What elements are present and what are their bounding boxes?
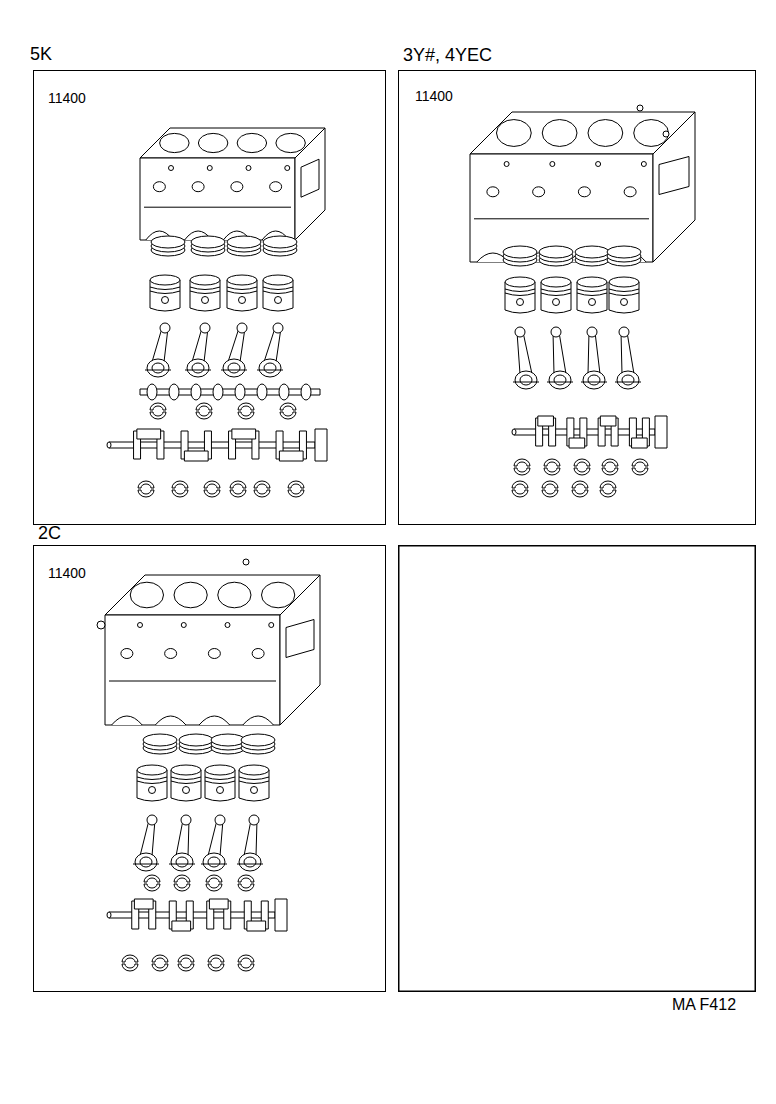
camshaft — [140, 384, 320, 400]
connecting-rod — [169, 815, 195, 871]
connecting-rod — [237, 815, 263, 871]
piston-ring-set — [143, 734, 177, 754]
bearing-shell — [174, 875, 190, 891]
piston — [577, 277, 607, 313]
bearing-shell — [152, 955, 168, 971]
piston-ring-set — [607, 246, 641, 266]
bearing-shell — [602, 459, 618, 475]
piston-ring-set — [227, 236, 261, 256]
piston-ring-set — [241, 734, 275, 754]
connecting-rod — [547, 327, 573, 389]
piston — [227, 275, 257, 311]
piston — [541, 277, 571, 313]
bearing-shell — [254, 481, 270, 497]
bearing-shell — [238, 403, 254, 419]
cylinder-block — [140, 128, 325, 240]
bearing-shell — [238, 955, 254, 971]
piston-ring-set — [575, 246, 609, 266]
piston — [263, 275, 293, 311]
bearing-shell — [280, 403, 296, 419]
piston-ring-set — [179, 734, 213, 754]
bearing-shell — [150, 403, 166, 419]
bearing-shell — [572, 481, 588, 497]
connecting-rod — [581, 327, 607, 389]
bearing-shell — [544, 459, 560, 475]
bearing-shell — [542, 481, 558, 497]
cylinder-block — [470, 112, 695, 262]
engine-model-heading: 3Y#, 4YEC — [403, 46, 492, 64]
piston-ring-set — [211, 734, 245, 754]
crankshaft — [107, 899, 287, 931]
bolt — [663, 131, 669, 137]
part-number: 11400 — [48, 566, 86, 580]
engine-model-heading: 5K — [30, 45, 52, 63]
page-code: MA F412 — [672, 997, 736, 1013]
bolt — [97, 621, 105, 629]
bearing-shell — [514, 459, 530, 475]
crankshaft — [107, 429, 327, 461]
crankshaft — [512, 416, 667, 448]
piston-ring-set — [503, 246, 537, 266]
piston-ring-set — [539, 246, 573, 266]
piston — [505, 277, 535, 313]
engine-model-heading: 2C — [38, 524, 61, 542]
connecting-rod — [185, 323, 211, 377]
bearing-shell — [196, 403, 212, 419]
piston-ring-set — [151, 236, 185, 256]
part-number: 11400 — [415, 89, 453, 103]
connecting-rod — [513, 327, 539, 389]
bolt — [243, 559, 249, 565]
connecting-rod — [615, 327, 641, 389]
connecting-rod — [133, 815, 159, 871]
panel-box: 2C11400 — [33, 545, 386, 992]
piston — [150, 275, 180, 311]
bearing-shell — [600, 481, 616, 497]
connecting-rod — [257, 323, 283, 377]
bearing-shell — [574, 459, 590, 475]
bearing-shell — [122, 955, 138, 971]
bearing-shell — [288, 481, 304, 497]
piston-ring-set — [263, 236, 297, 256]
piston — [137, 765, 167, 801]
piston-ring-set — [191, 236, 225, 256]
piston — [190, 275, 220, 311]
connecting-rod — [145, 323, 171, 377]
panel-box: 3Y#, 4YEC11400 — [398, 70, 756, 525]
bearing-shell — [206, 875, 222, 891]
connecting-rod — [221, 323, 247, 377]
bearing-shell — [172, 481, 188, 497]
bearing-shell — [144, 875, 160, 891]
bearing-shell — [178, 955, 194, 971]
cylinder-block — [105, 575, 320, 725]
part-number: 11400 — [48, 91, 86, 105]
bolt — [637, 105, 643, 111]
bearing-shell — [208, 955, 224, 971]
bearing-shell — [230, 481, 246, 497]
piston — [171, 765, 201, 801]
piston — [609, 277, 639, 313]
bearing-shell — [238, 875, 254, 891]
panel-box: 5K11400 — [33, 70, 386, 525]
connecting-rod — [201, 815, 227, 871]
bearing-shell — [512, 481, 528, 497]
bearing-shell — [138, 481, 154, 497]
bearing-shell — [204, 481, 220, 497]
empty-panel — [399, 546, 756, 992]
piston — [239, 765, 269, 801]
piston — [205, 765, 235, 801]
bearing-shell — [632, 459, 648, 475]
